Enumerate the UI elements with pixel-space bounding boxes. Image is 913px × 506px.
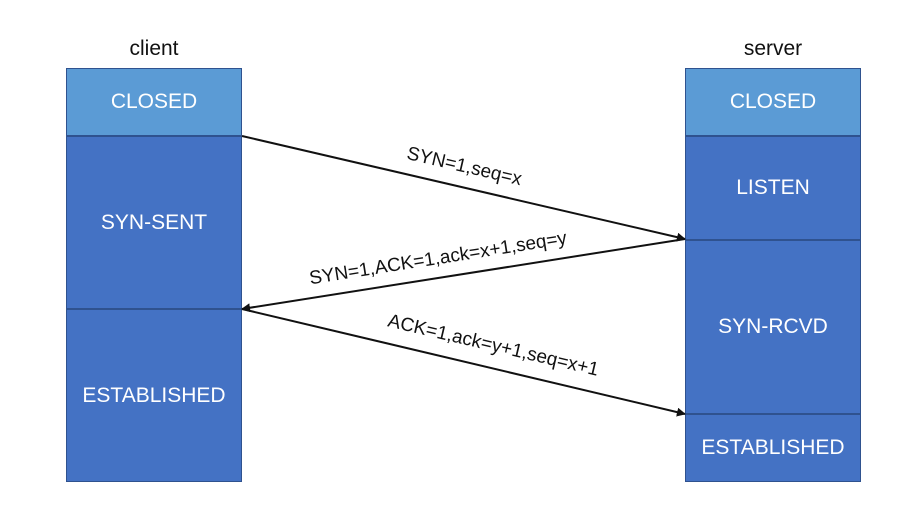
syn-ack-label: SYN=1,ACK=1,ack=x+1,seq=y	[308, 228, 569, 290]
server-state-closed: CLOSED	[685, 68, 861, 136]
ack-label: ACK=1,ack=y+1,seq=x+1	[386, 311, 601, 381]
server-state-listen: LISTEN	[685, 136, 861, 240]
server-state-syn-rcvd: SYN-RCVD	[685, 240, 861, 414]
client-state-syn-sent: SYN-SENT	[66, 136, 242, 309]
syn-ack-arrow	[241, 238, 686, 313]
syn-arrow	[241, 135, 686, 242]
server-state-established: ESTABLISHED	[685, 414, 861, 482]
client-state-closed: CLOSED	[66, 68, 242, 136]
ack-arrow	[241, 308, 686, 417]
client-state-established: ESTABLISHED	[66, 309, 242, 482]
client-title: client	[129, 37, 179, 60]
server-title: server	[743, 37, 803, 60]
syn-label: SYN=1,seq=x	[405, 143, 524, 190]
